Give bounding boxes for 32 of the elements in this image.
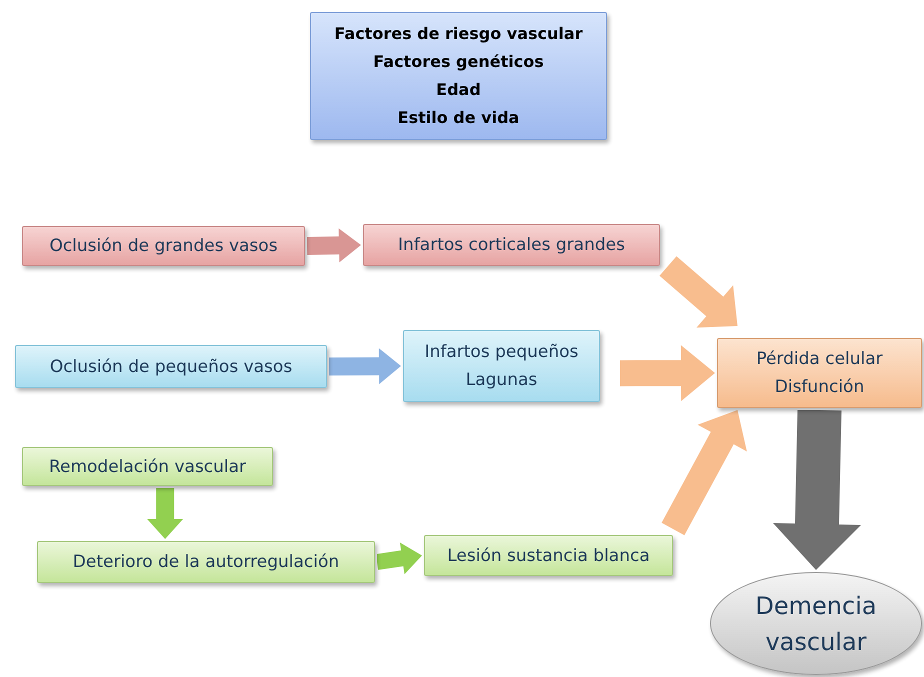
block-arrow — [147, 488, 184, 539]
box-text: Oclusión de grandes vasos — [49, 235, 278, 258]
box-text: Estilo de vida — [398, 107, 520, 129]
box-text: Demencia vascular — [754, 590, 878, 658]
box-text: Factores genéticos — [373, 51, 544, 73]
process-box — [424, 535, 673, 576]
box-text: Lagunas — [466, 369, 538, 392]
block-arrow — [376, 542, 422, 574]
process-box — [717, 338, 922, 408]
box-text: Remodelación vascular — [48, 456, 246, 478]
box-text: Deterioro de la autorregulación — [72, 551, 340, 574]
process-box — [310, 12, 607, 140]
box-text: Infartos corticales grandes — [398, 234, 625, 257]
block-arrow — [660, 256, 738, 328]
box-text: Factores de riesgo vascular — [334, 23, 583, 45]
box-text: Disfunción — [774, 376, 864, 399]
box-text: Pérdida celular — [756, 348, 883, 371]
block-arrow — [328, 348, 401, 384]
process-box — [22, 447, 273, 486]
block-arrow — [620, 345, 715, 402]
block-arrow — [662, 410, 747, 536]
process-box — [37, 541, 375, 583]
block-arrow — [306, 228, 361, 262]
block-arrow — [773, 410, 861, 570]
box-text: Edad — [436, 79, 481, 101]
process-box — [363, 224, 660, 266]
box-text: Oclusión de pequeños vasos — [50, 356, 292, 378]
process-box — [403, 330, 600, 402]
process-box — [22, 226, 305, 266]
box-text: Infartos pequeños — [424, 341, 578, 364]
process-box — [15, 345, 327, 388]
box-text: Lesión sustancia blanca — [447, 544, 650, 568]
